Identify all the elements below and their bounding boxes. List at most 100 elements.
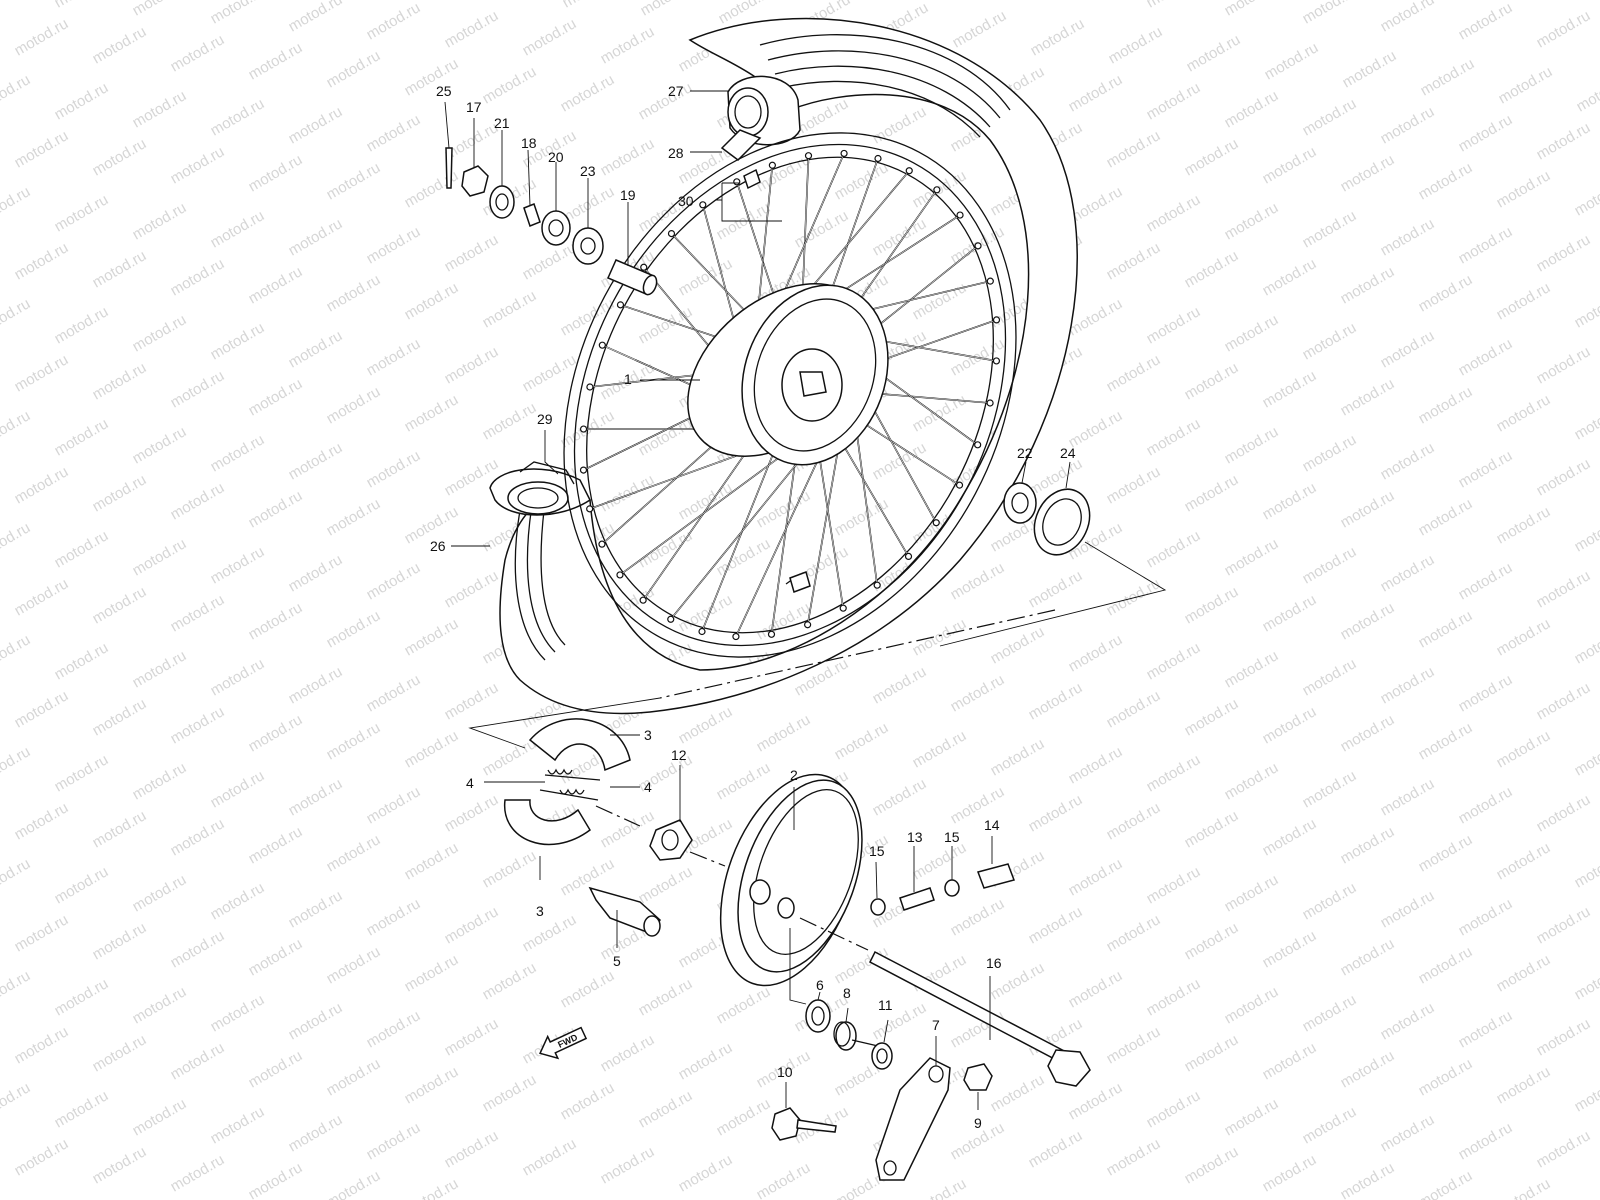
watermark-text: motod.ru bbox=[90, 471, 150, 515]
watermark-text: motod.ru bbox=[1182, 247, 1242, 291]
watermark-text: motod.ru bbox=[1182, 919, 1242, 963]
watermark-text: motod.ru bbox=[1222, 199, 1282, 243]
watermark-text: motod.ru bbox=[1572, 735, 1600, 779]
watermark-text: motod.ru bbox=[208, 543, 268, 587]
watermark-text: motod.ru bbox=[598, 807, 658, 851]
watermark-text: motod.ru bbox=[1534, 343, 1594, 387]
watermark-text: motod.ru bbox=[988, 735, 1048, 779]
watermark-text: motod.ru bbox=[1572, 1071, 1600, 1115]
callout-15-right: 15 bbox=[944, 829, 960, 845]
watermark-text: motod.ru bbox=[12, 799, 72, 843]
watermark-text: motod.ru bbox=[442, 343, 502, 387]
watermark-text: motod.ru bbox=[52, 639, 112, 683]
watermark-text: motod.ru bbox=[1494, 951, 1554, 995]
watermark-text: motod.ru bbox=[1144, 639, 1204, 683]
watermark-text: motod.ru bbox=[1104, 463, 1164, 507]
watermark-text: motod.ru bbox=[1338, 263, 1398, 307]
watermark-text: motod.ru bbox=[1260, 1039, 1320, 1083]
watermark-text: motod.ru bbox=[0, 855, 33, 899]
watermark-text: motod.ru bbox=[52, 415, 112, 459]
watermark-text: motod.ru bbox=[1300, 767, 1360, 811]
watermark-text: motod.ru bbox=[598, 471, 658, 515]
spoke-nipple bbox=[986, 277, 994, 285]
tube-section bbox=[720, 75, 801, 161]
watermark-text: motod.ru bbox=[910, 615, 970, 659]
watermark-text: motod.ru bbox=[1534, 231, 1594, 275]
spoke-nipple bbox=[667, 615, 675, 623]
watermark-text: motod.ru bbox=[910, 279, 970, 323]
watermark-text: motod.ru bbox=[636, 79, 696, 123]
wheel-hub bbox=[687, 283, 889, 466]
callout-6: 6 bbox=[816, 977, 824, 993]
spoke-nipple bbox=[616, 301, 625, 309]
rings-spring bbox=[805, 999, 893, 1070]
watermark-text: motod.ru bbox=[636, 1087, 696, 1131]
watermark-text: motod.ru bbox=[1260, 927, 1320, 971]
watermark-text: motod.ru bbox=[130, 535, 190, 579]
callout-1: 1 bbox=[624, 371, 632, 387]
watermark-text: motod.ru bbox=[1534, 679, 1594, 723]
watermark-text: motod.ru bbox=[364, 223, 424, 267]
watermark-text: motod.ru bbox=[1144, 79, 1204, 123]
watermark-text: motod.ru bbox=[1222, 759, 1282, 803]
watermark-text: motod.ru bbox=[520, 239, 580, 283]
spoke-nipple bbox=[698, 627, 706, 636]
watermark-text: motod.ru bbox=[1496, 63, 1556, 107]
watermark-text: motod.ru bbox=[364, 447, 424, 491]
watermark-text: motod.ru bbox=[1300, 431, 1360, 475]
watermark-text: motod.ru bbox=[598, 1031, 658, 1075]
watermark-text: motod.ru bbox=[1378, 663, 1438, 707]
watermark-text: motod.ru bbox=[1066, 743, 1126, 787]
watermark-text: motod.ru bbox=[1300, 207, 1360, 251]
spoke-nipple bbox=[732, 632, 740, 641]
watermark-text: motod.ru bbox=[0, 1079, 33, 1123]
watermark-text: motod.ru bbox=[1456, 895, 1516, 939]
watermark-text: motod.ru bbox=[208, 1103, 268, 1147]
watermark-text: motod.ru bbox=[1144, 1087, 1204, 1131]
watermark-text: motod.ru bbox=[1182, 1143, 1242, 1187]
spoke-nipple bbox=[974, 242, 982, 250]
watermark-text: motod.ru bbox=[1416, 831, 1476, 875]
spoke-nipple bbox=[986, 399, 994, 407]
spoke-nipple bbox=[667, 229, 676, 238]
watermark-text: motod.ru bbox=[1066, 967, 1126, 1011]
spoke-nipple bbox=[992, 316, 1001, 324]
watermark-text: motod.ru bbox=[910, 727, 970, 771]
watermark-text: motod.ru bbox=[1066, 71, 1126, 115]
watermark-text: motod.ru bbox=[1574, 71, 1600, 115]
watermark-text: motod.ru bbox=[558, 967, 618, 1011]
watermark-text: motod.ru bbox=[520, 1135, 580, 1179]
watermark-text: motod.ru bbox=[1378, 999, 1438, 1043]
watermark-text: motod.ru bbox=[1222, 871, 1282, 915]
watermark-text: motod.ru bbox=[1456, 1119, 1516, 1163]
watermark-text: motod.ru bbox=[1378, 439, 1438, 483]
callout-8: 8 bbox=[843, 985, 851, 1001]
watermark-text: motod.ru bbox=[910, 839, 970, 883]
watermark-text: motod.ru bbox=[12, 15, 72, 59]
watermark-text: motod.ru bbox=[0, 0, 33, 3]
watermark-text: motod.ru bbox=[1066, 631, 1126, 675]
callout-30: 30 bbox=[678, 193, 694, 209]
watermark-text: motod.ru bbox=[1222, 0, 1282, 19]
watermark-text: motod.ru bbox=[402, 727, 462, 771]
watermark-text: motod.ru bbox=[1300, 543, 1360, 587]
watermark-text: motod.ru bbox=[246, 263, 306, 307]
watermark-text: motod.ru bbox=[130, 423, 190, 467]
watermark-text: motod.ru bbox=[1456, 783, 1516, 827]
watermark-text: motod.ru bbox=[90, 807, 150, 851]
watermark-text: motod.ru bbox=[286, 327, 346, 371]
watermark-text: motod.ru bbox=[442, 7, 502, 51]
watermark-text: motod.ru bbox=[1026, 567, 1086, 611]
watermark-text: motod.ru bbox=[1300, 0, 1360, 27]
watermark-text: motod.ru bbox=[988, 623, 1048, 667]
brake-panel bbox=[719, 773, 863, 987]
watermark-text: motod.ru bbox=[246, 375, 306, 419]
watermark-text: motod.ru bbox=[90, 1143, 150, 1187]
watermark-text: motod.ru bbox=[364, 111, 424, 155]
watermark-text: motod.ru bbox=[324, 943, 384, 987]
watermark-text: motod.ru bbox=[1260, 703, 1320, 747]
spoke-nipple bbox=[992, 357, 1001, 365]
watermark-text: motod.ru bbox=[130, 983, 190, 1027]
watermark-text: motod.ru bbox=[364, 783, 424, 827]
watermark-text: motod.ru bbox=[1144, 0, 1204, 11]
